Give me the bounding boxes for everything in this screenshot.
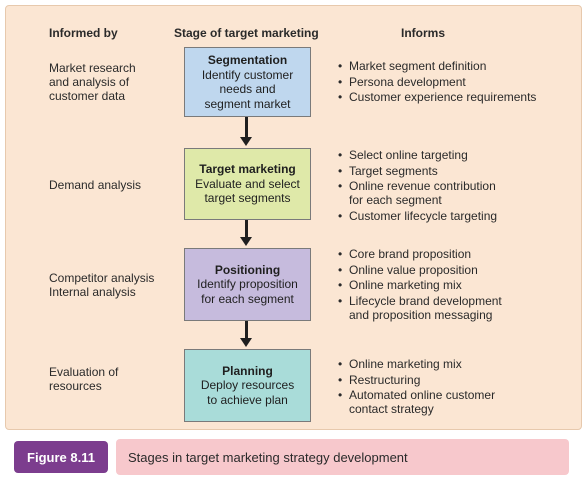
arrow-shaft xyxy=(245,117,248,138)
stage-box-positioning: Positioning Identify proposition for eac… xyxy=(184,248,311,321)
header-informed-by: Informed by xyxy=(49,26,118,40)
stage-description: Identify proposition for each segment xyxy=(197,277,298,306)
informs-list-segmentation: Market segment definition Persona develo… xyxy=(338,59,536,106)
list-item: Lifecycle brand development and proposit… xyxy=(338,294,502,322)
stage-description: Identify customer needs and segment mark… xyxy=(201,67,294,111)
informed-by-target-marketing: Demand analysis xyxy=(49,178,142,192)
stage-title: Target marketing xyxy=(199,162,296,177)
header-informs: Informs xyxy=(401,26,446,40)
list-item: Customer lifecycle targeting xyxy=(338,209,497,223)
list-item: Online marketing mix xyxy=(338,278,502,292)
list-item: Persona development xyxy=(338,75,536,89)
stage-box-target-marketing: Target marketing Evaluate and select tar… xyxy=(184,148,311,220)
list-item: Target segments xyxy=(338,164,497,178)
stage-title: Planning xyxy=(222,363,273,378)
stage-description: Deploy resources to achieve plan xyxy=(200,378,295,407)
arrow-shaft xyxy=(245,220,248,238)
list-item: Online revenue contribution for each seg… xyxy=(338,179,497,207)
stage-title: Positioning xyxy=(214,262,281,277)
stage-box-planning: Planning Deploy resources to achieve pla… xyxy=(184,349,311,422)
list-item: Customer experience requirements xyxy=(338,90,536,104)
arrow-down-icon xyxy=(240,338,252,347)
figure-label: Figure 8.11 xyxy=(14,441,108,473)
list-item: Select online targeting xyxy=(338,148,497,162)
informed-by-planning: Evaluation of resources xyxy=(49,365,119,393)
figure-caption: Stages in target marketing strategy deve… xyxy=(116,439,569,475)
header-stage: Stage of target marketing xyxy=(174,26,319,40)
stage-description: Evaluate and select target segments xyxy=(195,176,300,206)
informs-list-positioning: Core brand proposition Online value prop… xyxy=(338,247,502,323)
stage-title: Segmentation xyxy=(207,53,288,67)
list-item: Market segment definition xyxy=(338,59,536,73)
informs-list-planning: Online marketing mix Restructuring Autom… xyxy=(338,357,495,418)
list-item: Online value proposition xyxy=(338,263,502,277)
list-item: Core brand proposition xyxy=(338,247,502,261)
arrow-shaft xyxy=(245,321,248,339)
arrow-down-icon xyxy=(240,137,252,146)
arrow-down-icon xyxy=(240,237,252,246)
informed-by-positioning: Competitor analysis Internal analysis xyxy=(49,271,155,299)
informed-by-segmentation: Market research and analysis of customer… xyxy=(49,61,136,103)
list-item: Restructuring xyxy=(338,373,495,387)
stage-box-segmentation: Segmentation Identify customer needs and… xyxy=(184,47,311,117)
list-item: Automated online customer contact strate… xyxy=(338,388,495,416)
list-item: Online marketing mix xyxy=(338,357,495,371)
informs-list-target-marketing: Select online targeting Target segments … xyxy=(338,148,497,224)
